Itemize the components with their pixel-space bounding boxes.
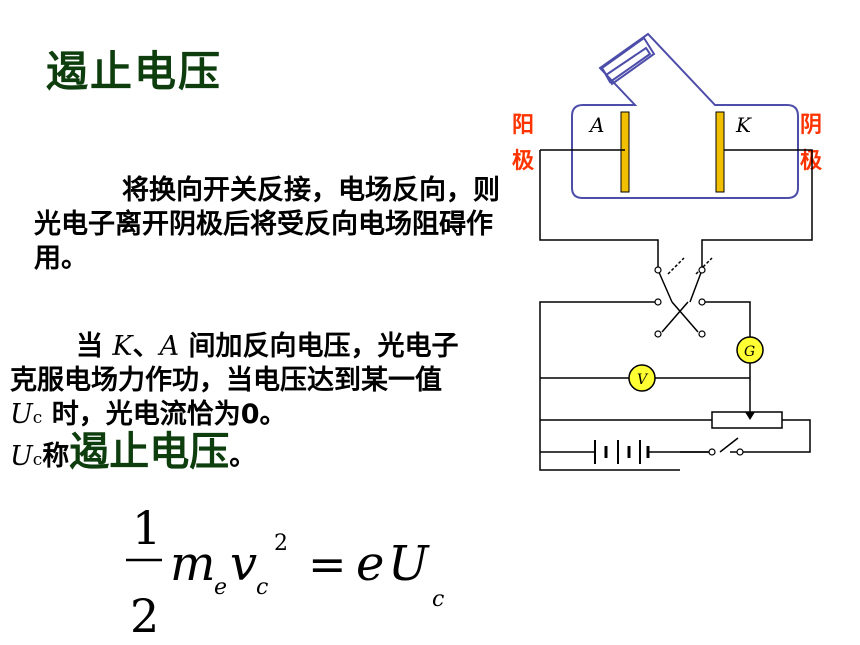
p2-end: 。 [229,441,257,472]
anode-label-2: 极 [512,149,535,174]
formula-m: m [170,536,216,592]
p2-part2: 间加反向电压，光电子克服电场力作功，当电压达到某一值 [10,331,459,396]
formula-U: U [388,536,430,592]
p2-sep: 、 [132,331,160,362]
paragraph-1-text: 将换向开关反接，电场反向，则光电子离开阴极后将受反向电场阻碍作用。 [34,175,500,274]
cathode-label-1: 阴 [800,113,822,138]
paragraph-reverse-switch: 将换向开关反接，电场反向，则光电子离开阴极后将受反向电场阻碍作用。 [34,174,504,276]
anode-label-1: 阳 [512,113,534,138]
p2-U: U [10,399,33,430]
circuit-diagram: A K 阳 极 阴 极 阳极 阴极 [512,32,823,471]
formula-numerator: 1 [132,501,161,555]
formula-exponent: 2 [274,531,288,556]
formula-kinetic-energy: 1 2 m e v c 2 = e U c [126,501,444,640]
voltmeter [628,364,656,392]
p2-c: c [32,408,43,428]
galvanometer-label: G [744,344,755,360]
formula-sub-e: e [214,575,227,600]
circuit-wires [539,149,813,471]
plate-label-A: A [588,113,604,137]
paragraph-stopping-voltage: 当 K、A 间加反向电压，光电子克服电场力作功，当电压达到某一值 Uc 时，光电… [10,330,480,477]
p2-U2: U [10,441,33,472]
galvanometer [736,336,764,364]
formula-sub-c: c [256,575,268,600]
p2-K: K [112,331,133,362]
cathode-plate [715,111,725,193]
p2-big-term: 遏止电压 [69,429,230,475]
p2-part3: 时，光电流恰为0。 [42,399,287,430]
p2-c2: c [32,450,43,470]
phototube-body [571,32,799,199]
rheostat-slider-arrow [745,412,755,420]
battery [594,440,650,464]
p2-part1: 当 [76,331,113,362]
p2-part4: 称 [42,441,70,472]
formula-v: v [230,536,257,592]
formula-sub-c2: c [432,587,444,612]
formula-denominator: 2 [130,589,159,640]
anode-plate [620,111,630,193]
p2-A: A [159,331,180,362]
plate-label-K: K [735,113,752,137]
switch-terminals [654,266,744,456]
voltmeter-label: V [637,372,649,388]
slide-title: 遏止电压 [46,47,223,96]
formula-e: e [356,536,384,592]
formula-equals: = [308,537,347,591]
window-tube [600,36,656,86]
